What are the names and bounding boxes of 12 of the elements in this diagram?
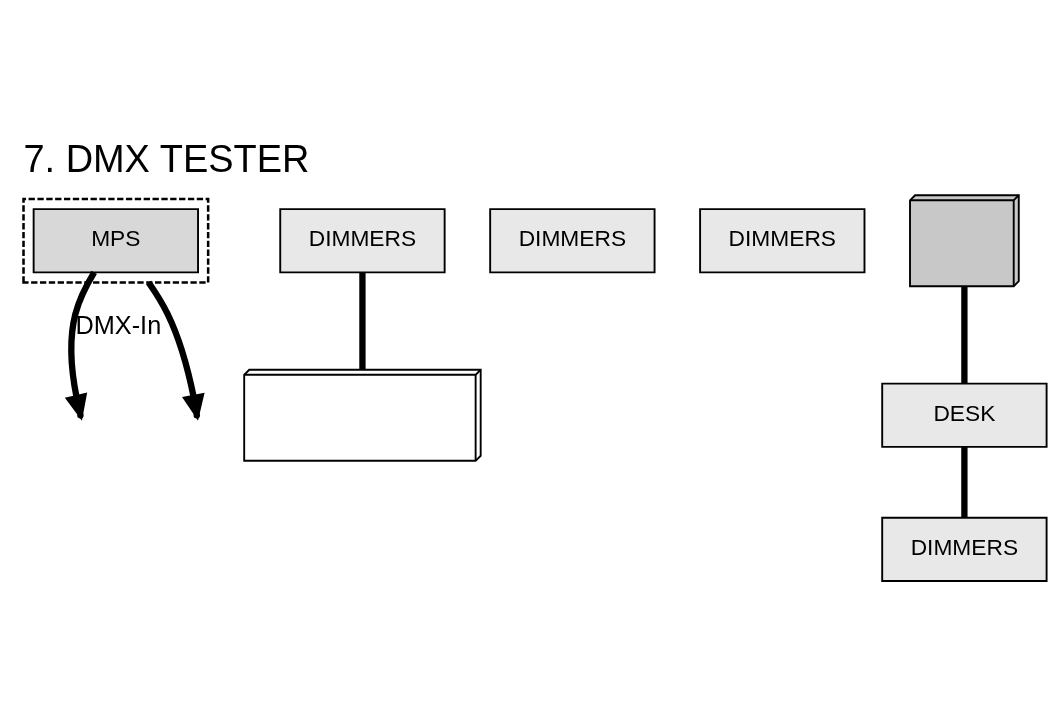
node-box: DESK (881, 382, 1048, 448)
edge-label: DMX-In (75, 310, 162, 339)
connector (359, 271, 366, 369)
connector (961, 446, 968, 517)
node-box: MPS (32, 207, 199, 273)
cluster (22, 197, 210, 284)
node-box: DIMMERS (279, 207, 446, 273)
node-box: DIMMERS (489, 207, 656, 273)
diagram-title: 7. DMX TESTER (23, 137, 310, 180)
node-box: DIMMERS (881, 516, 1048, 582)
connector (961, 285, 968, 383)
node-box: DIMMERS (699, 207, 866, 273)
